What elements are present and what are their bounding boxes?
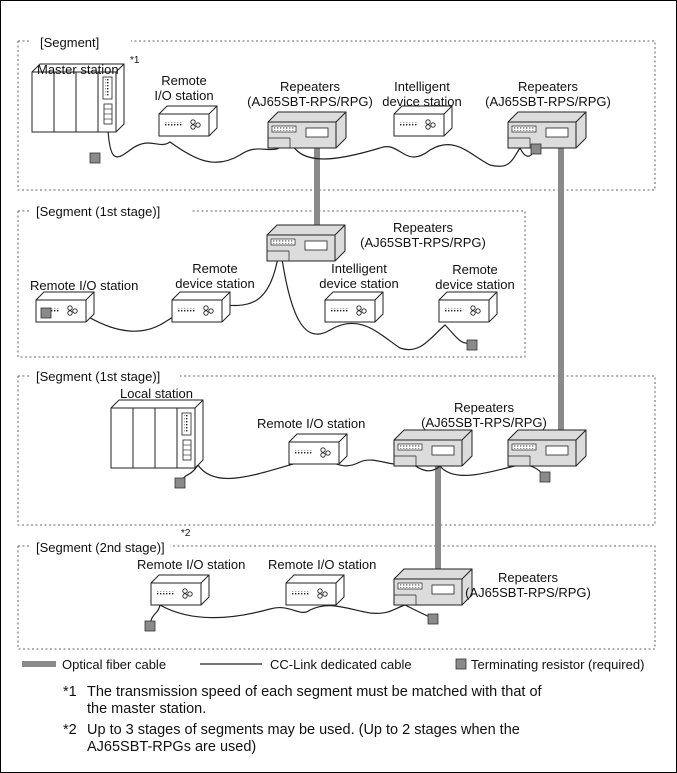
legend-cc-link-label: CC-Link dedicated cable [270,657,412,672]
footnote-mark-1: *1 [130,55,140,66]
repeaters-label: Repeaters(AJ65SBT-RPS/RPG) [360,220,486,250]
remote-device-station-icon [171,291,231,323]
repeaters-label: Repeaters(AJ65SBT-RPS/RPG) [247,79,373,109]
intelligent-device-station-icon [393,105,453,137]
legend-swatches [22,658,467,670]
terminating-resistor-icon [89,152,101,164]
segment-label-top: [Segment] [37,35,103,50]
repeater-icon [393,568,473,606]
segment-box-first-b [17,375,656,526]
local-station-icon [110,399,204,469]
master-station-label: Master station [37,62,119,77]
terminating-resistor-icon [466,339,478,351]
terminating-resistor-icon [530,143,542,155]
terminating-resistor-icon [539,471,551,483]
terminating-resistor-icon [427,613,439,625]
cable-first-a [41,244,471,351]
legend-fiber-label: Optical fiber cable [62,657,167,672]
remote-io-station-icon [288,433,348,465]
legend-terminator-label: Terminating resistor (required) [471,657,645,672]
cable-top [107,129,537,167]
segment-label-second: [Segment (2nd stage)] [33,540,168,555]
segment-label-first-b: [Segment (1st stage)] [33,369,164,384]
repeater-icon [507,111,587,149]
remote-io-station-label: Remote I/O station [30,278,139,293]
segment-label-first-a: [Segment (1st stage)] [33,204,164,219]
cable-first-b [179,458,545,487]
terminator-legend-swatch [455,658,467,670]
station-icons [31,63,587,606]
repeater-icon [507,429,587,467]
repeater-icon [267,111,347,149]
segment-box-first-a [17,210,526,358]
remote-io-station-icon [150,574,210,606]
repeater-icon [393,429,473,467]
repeater-icon [266,224,346,262]
terminating-resistor-icon [40,307,52,319]
remote-io-station-icon [158,105,218,137]
segment-box-top [17,40,656,191]
repeaters-label: Repeaters(AJ65SBT-RPS/RPG) [465,570,591,600]
intelligent-device-station-icon [324,291,384,323]
remote-io-station-label: Remote I/O station [137,557,246,572]
segment-boxes [17,40,656,650]
footnote-mark-2: *2 [181,528,191,539]
segment-box-second [17,545,656,650]
cable-second [149,604,433,626]
terminating-resistor-icon [144,620,156,632]
repeaters-label: Repeaters(AJ65SBT-RPS/RPG) [421,400,547,430]
terminating-resistor-icon [174,477,186,489]
remote-io-station-label: Remote I/O station [268,557,377,572]
remote-io-station-label: Remote I/O station [257,416,366,431]
remote-io-station-icon [285,574,345,606]
local-station-label: Local station [120,386,193,401]
optical-fiber-cables [314,140,564,577]
repeaters-label: Repeaters(AJ65SBT-RPS/RPG) [485,79,611,109]
remote-device-station-icon [438,291,498,323]
